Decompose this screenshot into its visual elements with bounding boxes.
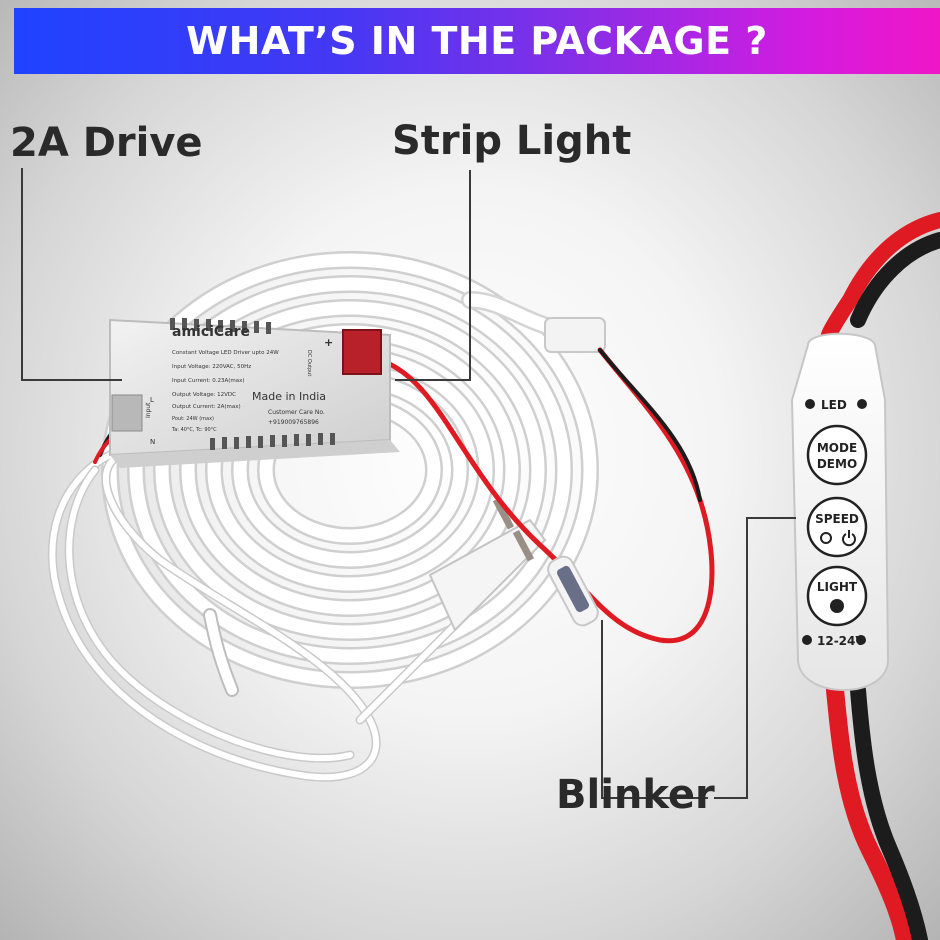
driver-care-phone: +919009765896 [268, 419, 319, 426]
brightness-icon [830, 599, 844, 613]
driver-spec-7: Ta: 40°C, Tc: 90°C [171, 427, 217, 433]
strip-connector [544, 317, 606, 353]
power-plug [428, 497, 547, 632]
driver-spec-4: Output Voltage: 12VDC [172, 392, 236, 398]
power-icon [842, 530, 856, 547]
controller-voltage-label: 12-24V [817, 634, 865, 648]
mode-button [806, 424, 868, 486]
banner-title: WHAT’S IN THE PACKAGE ? [186, 19, 768, 63]
demo-label: DEMO [817, 457, 857, 471]
driver-dc-output: DC Output [306, 350, 312, 376]
driver-brand: amiciCare [172, 324, 250, 340]
driver-made-in: Made in India [252, 390, 326, 403]
strip-light-coil [101, 251, 606, 689]
driver-care-label: Customer Care No. [268, 409, 325, 416]
driver-input-label: Input [145, 402, 152, 418]
driver-plus-mark: + [324, 336, 333, 349]
driver-spec-5: Output Current: 2A(max) [172, 404, 241, 410]
speed-button [806, 496, 868, 558]
driver-n-mark: N [150, 438, 155, 446]
driver-spec-6: Pout: 24W (max) [172, 416, 214, 422]
controller-led-label: LED [821, 398, 847, 412]
header-banner: WHAT’S IN THE PACKAGE ? [14, 8, 940, 74]
light-button [806, 565, 868, 627]
sun-icon [820, 532, 832, 544]
driver-spec-1: Constant Voltage LED Driver upto 24W [172, 350, 279, 356]
callout-leaders [21, 168, 796, 799]
blinker-closeup: LED MODE DEMO SPEED LIGHT 12-24V [790, 212, 940, 940]
callout-2a-drive: 2A Drive [10, 120, 203, 166]
mode-label: MODE [817, 441, 857, 455]
callout-strip-light: Strip Light [392, 118, 632, 164]
output-terminal [342, 329, 382, 375]
input-terminal [111, 394, 143, 432]
light-label: LIGHT [817, 580, 858, 594]
small-blinker [547, 555, 599, 627]
driver-l-mark: L [150, 396, 154, 404]
callout-blinker: Blinker [556, 772, 715, 818]
driver-spec-3: Input Current: 0.23A(max) [172, 378, 245, 384]
led-driver: amiciCare Constant Voltage LED Driver up… [109, 318, 400, 468]
driver-spec-2: Input Voltage: 220VAC, 50Hz [172, 364, 251, 370]
speed-label: SPEED [815, 512, 859, 526]
